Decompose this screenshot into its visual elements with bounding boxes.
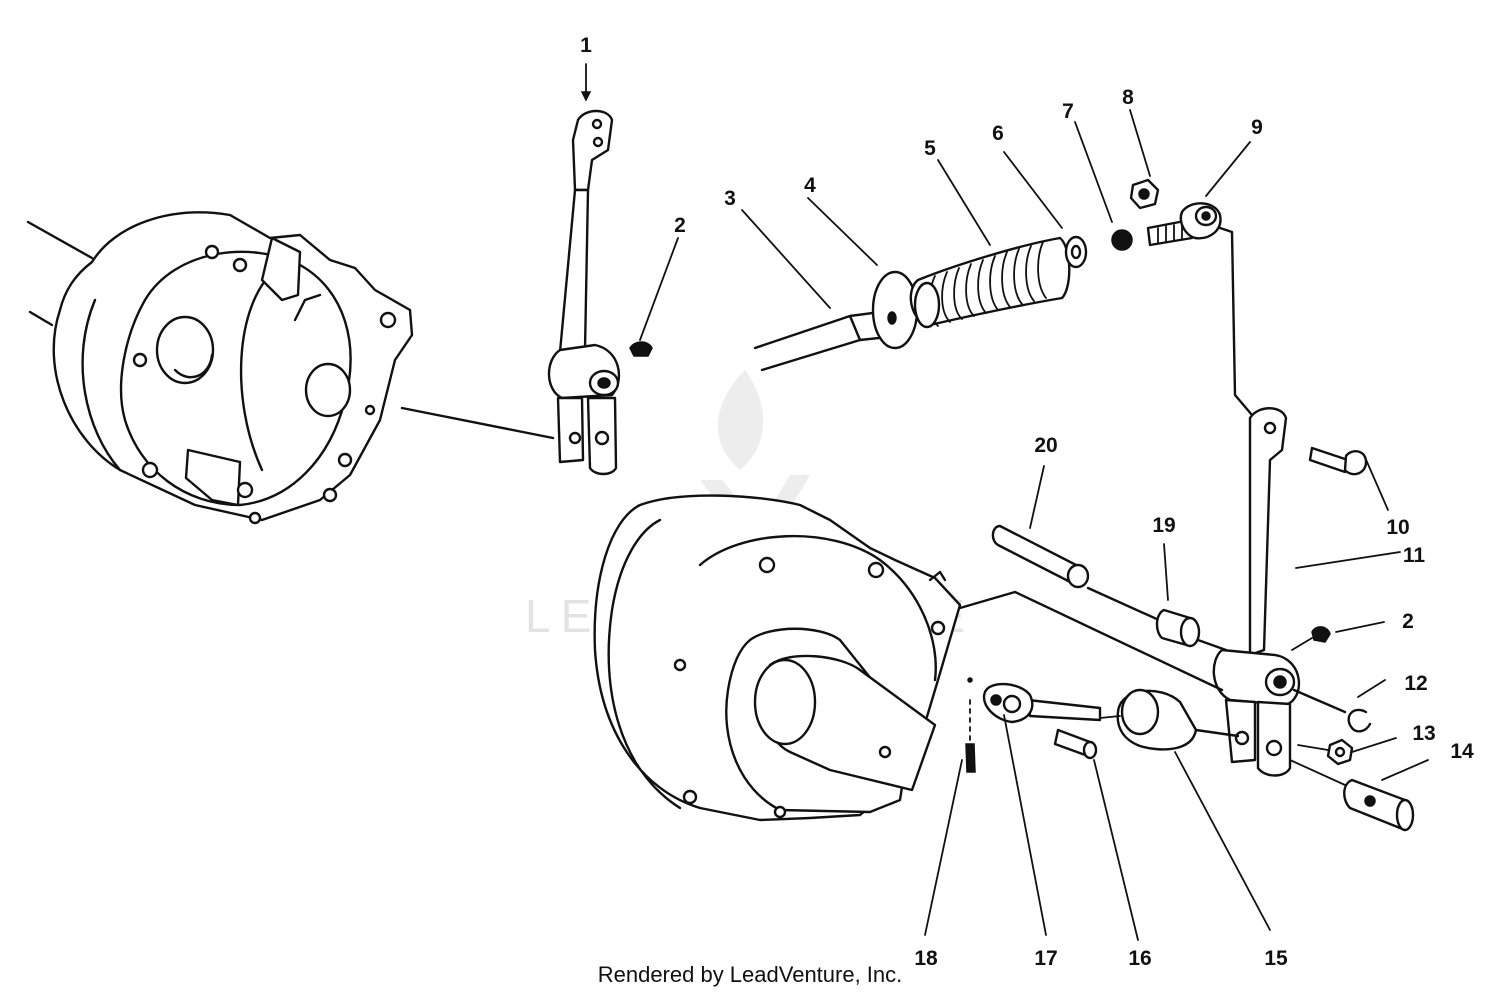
spring-washer <box>871 270 919 350</box>
callout-20: 20 <box>1034 434 1057 457</box>
callout-2a: 2 <box>674 214 686 237</box>
flat-washer <box>1064 235 1088 269</box>
footer-credit: Rendered by LeadVenture, Inc. <box>598 962 903 987</box>
lower-lock-nut <box>1291 626 1331 651</box>
upper-lock-nut <box>629 341 653 357</box>
lower-lever-arm <box>1212 407 1300 777</box>
callout-9: 9 <box>1251 116 1263 139</box>
upper-lever-arm <box>400 109 621 476</box>
retaining-clip <box>1347 708 1372 733</box>
callout-18: 18 <box>914 947 938 970</box>
clevis-pin <box>1289 759 1415 832</box>
callout-15: 15 <box>1264 947 1288 970</box>
compression-spring <box>909 236 1071 329</box>
linkage-rod <box>1218 226 1254 417</box>
callout-13: 13 <box>1412 722 1435 745</box>
callout-8: 8 <box>1122 86 1134 109</box>
callout-1: 1 <box>580 34 592 57</box>
lever-to-clip-line <box>1292 688 1347 714</box>
callout-3: 3 <box>724 187 736 210</box>
callout-labels: 1 2 2 3 4 5 6 7 8 9 10 11 12 13 14 15 16… <box>580 34 1474 970</box>
callout-7: 7 <box>1062 100 1074 123</box>
lower-brake-housing <box>593 494 962 822</box>
cam-cup <box>1099 688 1240 751</box>
bushing <box>1155 608 1228 652</box>
lower-hex-nut <box>1297 738 1354 766</box>
callout-12: 12 <box>1404 672 1427 695</box>
callout-19: 19 <box>1152 514 1175 537</box>
callout-16: 16 <box>1128 947 1151 970</box>
set-screw <box>965 699 976 773</box>
callout-17: 17 <box>1034 947 1057 970</box>
rod-end-clevis <box>1146 202 1222 247</box>
callout-6: 6 <box>992 122 1004 145</box>
hex-nut <box>1129 178 1160 210</box>
callout-14: 14 <box>1450 740 1474 763</box>
pivot-pin <box>991 524 1172 627</box>
adjusting-link <box>967 677 1102 724</box>
callout-11: 11 <box>1403 544 1426 567</box>
small-pin <box>1053 728 1098 760</box>
adjusting-nut <box>1111 229 1133 251</box>
callout-5: 5 <box>924 137 936 160</box>
callout-10: 10 <box>1386 516 1409 539</box>
callout-4: 4 <box>804 174 816 197</box>
hex-bolt <box>1308 446 1368 476</box>
cross-shaft-line <box>958 590 1224 692</box>
left-brake-housing <box>26 211 414 525</box>
callout-2b: 2 <box>1402 610 1414 633</box>
leader-lines <box>580 63 1429 941</box>
